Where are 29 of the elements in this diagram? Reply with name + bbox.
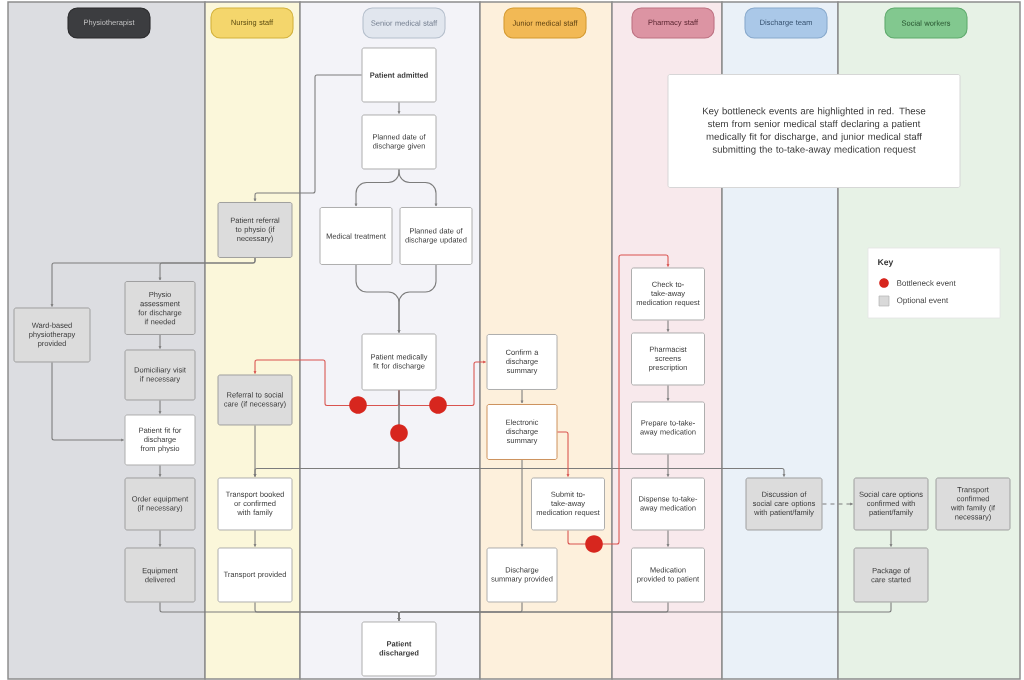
arrow [666, 319, 670, 332]
arrow [158, 257, 256, 281]
legend-label: Bottleneck event [897, 280, 956, 286]
legend-label: Optional event [897, 297, 949, 305]
arrow [253, 359, 400, 406]
arrow [666, 384, 670, 401]
arrow [666, 453, 670, 477]
arrow [253, 424, 257, 477]
arrow [397, 264, 437, 333]
arrow [398, 360, 486, 406]
arrow [520, 459, 524, 547]
arrow [520, 389, 524, 404]
arrow [158, 399, 162, 414]
arrow [398, 168, 438, 207]
arrow [398, 389, 786, 477]
arrow [889, 529, 893, 547]
legend-title: Key [878, 259, 894, 267]
arrow [253, 529, 257, 547]
arrow [158, 529, 162, 547]
arrow [158, 334, 162, 349]
arrow [158, 464, 162, 477]
arrow [397, 601, 892, 621]
arrow [51, 361, 124, 442]
arrow [821, 502, 853, 506]
arrow [567, 254, 670, 545]
arrow [397, 101, 401, 114]
arrow [666, 529, 670, 547]
arrow [253, 74, 363, 202]
note-box: Key bottleneck events are highlighted in red. These stem from senior medical staff declaring a patient medically fit for discharge, and junior medical staff submitting the to-take-away medication request [667, 74, 961, 188]
